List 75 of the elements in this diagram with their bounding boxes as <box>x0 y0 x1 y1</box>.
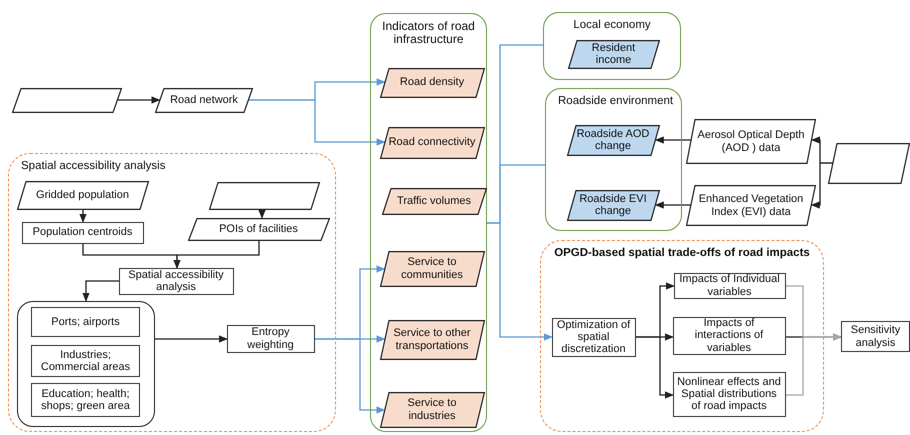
node-label: Ports; airports <box>50 316 121 328</box>
node-label: Sensitivity analysis <box>850 324 902 349</box>
arrow <box>248 99 386 146</box>
data-parallelogram <box>16 180 148 210</box>
node-label: Service to industries <box>406 397 458 422</box>
data-parallelogram <box>12 88 122 113</box>
group-panel <box>545 88 682 231</box>
node-label: Resident income <box>590 42 636 66</box>
node-label: Industries; Commercial areas <box>40 348 132 374</box>
group-panel <box>543 12 681 80</box>
group-panel <box>370 13 487 432</box>
node-label: Service to communities <box>400 256 464 281</box>
node-label: Service to other transportations <box>392 327 472 352</box>
data-parallelogram <box>188 218 330 240</box>
data-parallelogram <box>566 190 660 220</box>
arrow <box>82 280 119 302</box>
arrow <box>173 241 260 269</box>
arrow <box>654 136 691 144</box>
node-label: Road connectivity <box>388 136 476 149</box>
process-box <box>672 316 786 354</box>
data-parallelogram <box>208 182 320 210</box>
data-parallelogram <box>686 185 816 226</box>
node-label: Road network <box>169 94 239 107</box>
node-label: Aerosol Optical Depth (AOD ) data <box>696 129 806 154</box>
data-parallelogram <box>380 250 484 286</box>
data-parallelogram <box>382 188 486 214</box>
group-heading: Indicators of road infrastructure <box>381 20 476 47</box>
dashed-group-panel <box>8 153 336 432</box>
process-box <box>22 222 144 244</box>
arrow <box>487 222 553 341</box>
node-label: Spatial accessibility analysis <box>127 268 225 294</box>
arrow <box>155 335 228 343</box>
arrow <box>315 338 386 414</box>
process-box <box>31 383 140 417</box>
node-label: Entropy weighting <box>246 326 295 351</box>
group-panel <box>16 300 154 426</box>
node-label: POIs of facilities <box>218 222 299 236</box>
node-label: Traffic volumes <box>396 194 472 208</box>
node-label: Roadside AOD change <box>576 128 650 152</box>
process-box <box>118 268 234 294</box>
data-parallelogram <box>380 392 484 428</box>
dashed-group-panel <box>540 240 824 432</box>
arrow <box>79 210 87 223</box>
group-heading: Local economy <box>572 19 652 32</box>
node-label: Population centroids <box>32 226 134 239</box>
node-label: Impacts of interactions of variables <box>694 317 764 354</box>
process-box <box>31 345 140 377</box>
data-parallelogram <box>155 88 253 113</box>
node-label: Education; health; shops; green area <box>40 388 131 412</box>
node-label: Optimization of spatial discretization <box>556 318 632 356</box>
process-box <box>226 324 314 352</box>
data-parallelogram <box>566 124 660 156</box>
group-heading: Spatial accessibility analysis <box>20 160 166 173</box>
node-label: Roadside EVI change <box>578 192 648 218</box>
node-label: Impacts of Individual variables <box>678 273 781 298</box>
data-parallelogram <box>568 40 660 68</box>
group-heading: OPGD-based spatial trade-offs of road impacts <box>553 247 811 260</box>
arrow <box>258 210 266 219</box>
node-label: Gridded population <box>35 188 130 202</box>
arrow <box>654 201 691 209</box>
arrow <box>810 162 833 209</box>
arrow <box>118 96 161 104</box>
data-parallelogram <box>380 320 484 360</box>
data-parallelogram <box>828 143 910 184</box>
data-parallelogram <box>380 68 484 98</box>
arrow <box>636 336 674 399</box>
data-parallelogram <box>686 119 816 164</box>
node-label: Nonlinear effects and Spatial distributions of road impacts <box>676 376 782 412</box>
node-label: Road density <box>398 76 466 89</box>
arrow <box>786 333 842 396</box>
process-box <box>841 321 910 352</box>
node-label: Enhanced Vegetation Index (EVI) data <box>698 193 804 218</box>
group-heading: Roadside environment <box>557 95 674 108</box>
process-box <box>31 307 140 337</box>
data-parallelogram <box>380 126 484 158</box>
